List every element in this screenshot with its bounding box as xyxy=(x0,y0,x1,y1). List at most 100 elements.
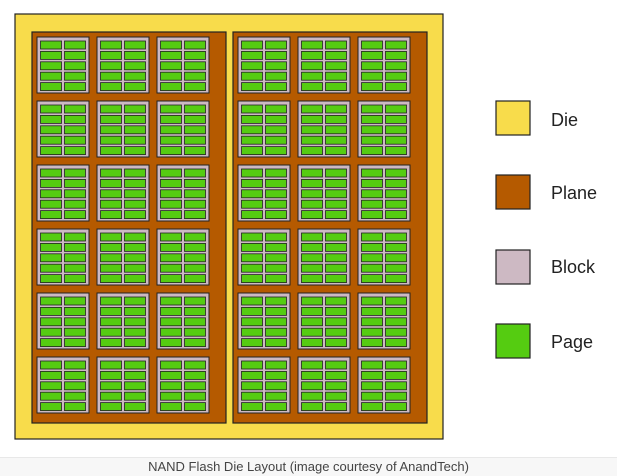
page xyxy=(40,391,62,401)
page xyxy=(64,71,86,81)
page xyxy=(184,40,206,50)
page xyxy=(124,370,146,380)
page xyxy=(265,338,287,348)
page xyxy=(325,178,347,188)
page xyxy=(160,327,182,337)
page xyxy=(325,82,347,91)
page xyxy=(325,360,347,370)
page xyxy=(124,327,146,337)
page xyxy=(64,360,86,370)
page xyxy=(361,210,383,220)
block xyxy=(357,228,411,286)
page xyxy=(361,168,383,178)
page xyxy=(184,317,206,327)
page xyxy=(124,263,146,273)
page xyxy=(160,71,182,81)
page xyxy=(385,146,407,156)
page xyxy=(160,199,182,209)
page xyxy=(184,338,206,348)
page xyxy=(361,253,383,263)
page xyxy=(64,146,86,156)
page xyxy=(361,338,383,348)
page xyxy=(265,61,287,71)
page xyxy=(184,391,206,401)
page xyxy=(100,263,122,273)
page xyxy=(40,61,62,71)
plane xyxy=(31,31,227,424)
block xyxy=(357,100,411,158)
page xyxy=(184,370,206,380)
block xyxy=(36,228,90,286)
page xyxy=(184,296,206,306)
page xyxy=(361,370,383,380)
page xyxy=(385,199,407,209)
page xyxy=(124,178,146,188)
block xyxy=(297,356,351,414)
page xyxy=(385,61,407,71)
page xyxy=(241,263,263,273)
block xyxy=(156,292,210,350)
page xyxy=(361,40,383,50)
page xyxy=(301,263,323,273)
page xyxy=(361,381,383,391)
page xyxy=(184,274,206,284)
page xyxy=(124,189,146,199)
page xyxy=(325,253,347,263)
page xyxy=(301,115,323,124)
page xyxy=(265,296,287,306)
legend-swatch-page xyxy=(495,323,531,359)
page xyxy=(184,125,206,135)
page xyxy=(301,338,323,348)
page xyxy=(325,391,347,401)
page xyxy=(361,232,383,242)
page xyxy=(241,338,263,348)
page xyxy=(385,115,407,124)
page xyxy=(64,263,86,273)
page xyxy=(385,104,407,114)
page xyxy=(100,338,122,348)
page xyxy=(361,242,383,252)
page xyxy=(301,125,323,135)
page xyxy=(265,125,287,135)
page xyxy=(325,189,347,199)
page xyxy=(184,242,206,252)
page xyxy=(301,146,323,156)
page xyxy=(124,125,146,135)
page xyxy=(361,115,383,124)
page xyxy=(100,274,122,284)
page xyxy=(361,82,383,91)
page xyxy=(40,40,62,50)
page xyxy=(40,189,62,199)
page xyxy=(160,317,182,327)
page xyxy=(241,360,263,370)
page xyxy=(160,296,182,306)
page xyxy=(301,360,323,370)
page xyxy=(265,263,287,273)
page xyxy=(361,146,383,156)
page xyxy=(40,104,62,114)
page xyxy=(361,391,383,401)
page xyxy=(124,51,146,60)
page xyxy=(124,168,146,178)
page xyxy=(100,146,122,156)
page xyxy=(124,338,146,348)
page xyxy=(265,242,287,252)
block xyxy=(297,228,351,286)
block xyxy=(96,356,150,414)
page xyxy=(241,370,263,380)
page xyxy=(241,189,263,199)
page xyxy=(325,242,347,252)
page xyxy=(40,135,62,145)
page xyxy=(40,210,62,220)
page xyxy=(301,391,323,401)
page xyxy=(385,296,407,306)
page xyxy=(64,274,86,284)
page xyxy=(325,381,347,391)
block xyxy=(36,292,90,350)
page xyxy=(241,40,263,50)
block xyxy=(237,356,291,414)
page xyxy=(184,360,206,370)
page xyxy=(184,61,206,71)
page xyxy=(265,210,287,220)
page xyxy=(160,306,182,316)
